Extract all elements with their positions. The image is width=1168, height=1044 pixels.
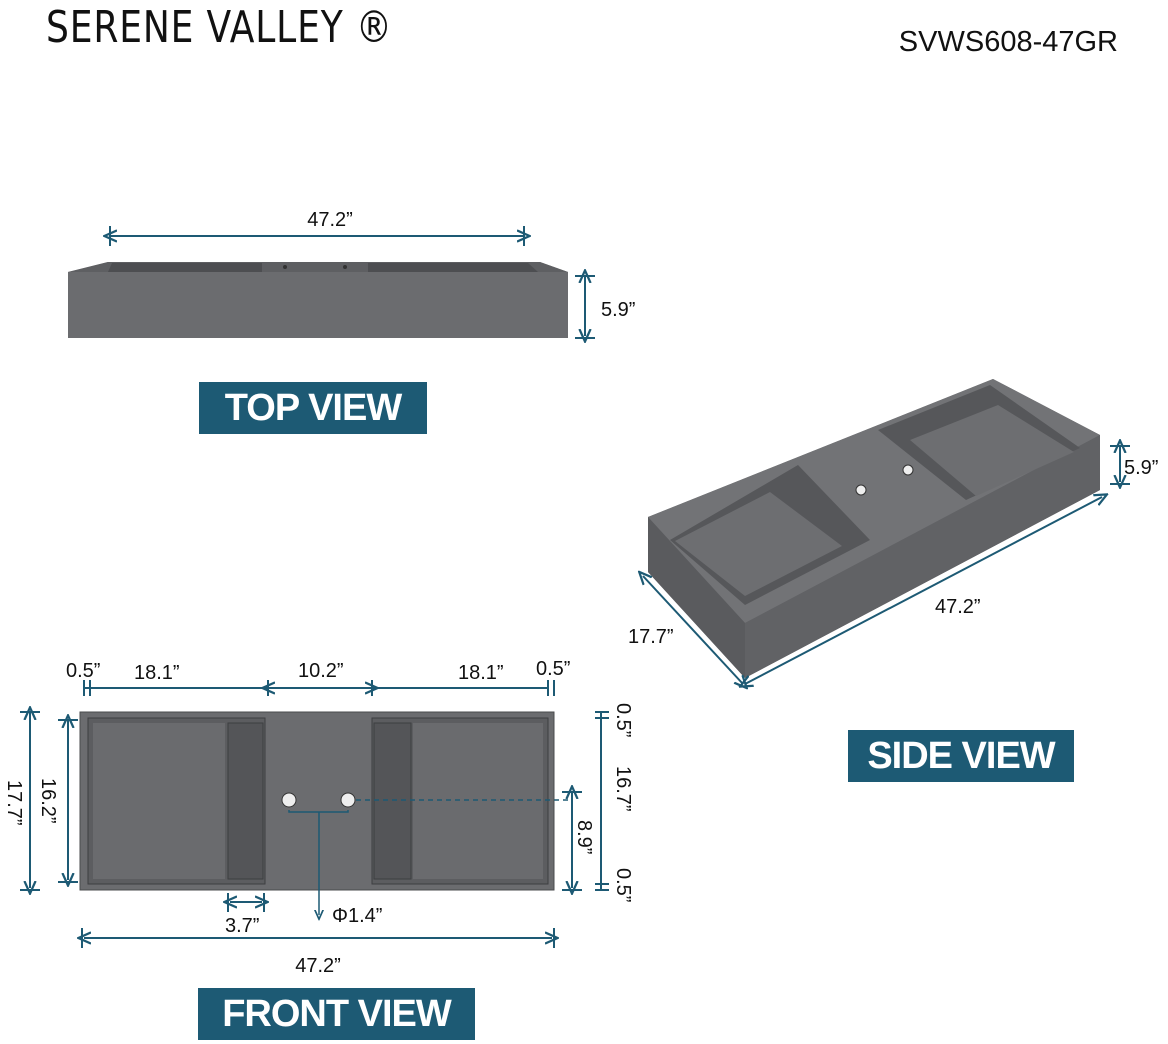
front-overall-depth-label: 17.7” <box>3 780 25 826</box>
side-view-label: SIDE VIEW <box>848 730 1074 782</box>
front-hole-diameter-label: Φ1.4” <box>332 905 382 927</box>
front-inner-depth-label: 16.7” <box>612 766 634 812</box>
front-overall-width-label: 47.2” <box>295 955 341 977</box>
top-view-sink-body <box>68 262 568 338</box>
side-height-label: 5.9” <box>1124 457 1158 479</box>
front-ledge-label: 3.7” <box>225 915 259 937</box>
top-height-label: 5.9” <box>601 299 635 321</box>
front-margin-left-label: 0.5” <box>66 660 100 682</box>
front-rim-bottom-label: 0.5” <box>612 868 634 902</box>
front-center-label: 10.2” <box>298 660 344 682</box>
model-number: SVWS608-47GR <box>898 26 1118 58</box>
front-basin-right-label: 18.1” <box>458 662 504 684</box>
side-view-drawing: 5.9” 47.2” 17.7” <box>628 379 1158 684</box>
brand-logo: SERENE VALLEY ® <box>46 2 393 53</box>
top-view-right-basin <box>368 263 538 272</box>
front-basin-depth-label: 16.2” <box>37 778 59 824</box>
top-width-label: 47.2” <box>307 209 353 231</box>
front-view-faucet-hole <box>340 792 356 808</box>
front-hole-offset-label: 8.9” <box>573 820 595 854</box>
side-depth-label: 17.7” <box>628 626 674 648</box>
front-view-label: FRONT VIEW <box>198 988 475 1040</box>
side-length-label: 47.2” <box>935 596 981 618</box>
top-view-left-basin <box>108 263 262 272</box>
top-view-label: TOP VIEW <box>199 382 427 434</box>
side-view-faucet-hole <box>855 484 867 496</box>
front-margin-right-label: 0.5” <box>536 658 570 680</box>
top-view-drawing: 47.2” 5.9” <box>68 209 635 338</box>
front-basin-left-label: 18.1” <box>134 662 180 684</box>
front-rim-top-label: 0.5” <box>612 703 634 737</box>
side-view-faucet-hole <box>902 464 914 476</box>
front-view-faucet-hole <box>281 792 297 808</box>
front-view-drawing: Φ1.4” 0.5” 18.1” 10.2” 18.1” 0.5” 17.7” … <box>3 658 634 977</box>
